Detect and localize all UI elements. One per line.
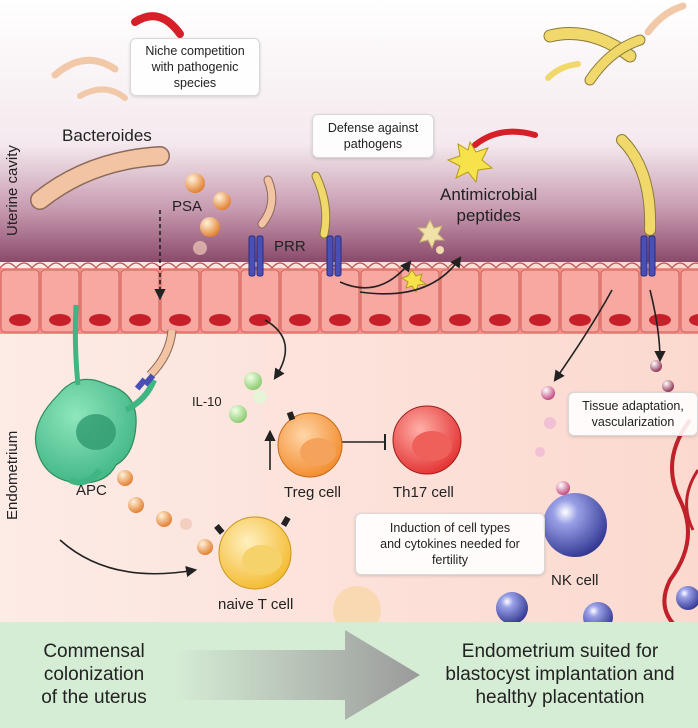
note-line: Tissue adaptation,: [582, 399, 684, 413]
label-line: peptides: [456, 206, 521, 225]
note-line: Defense against: [327, 121, 419, 135]
il10-molecules: [229, 372, 267, 423]
bacteria: [30, 2, 687, 239]
vascular-factors: [535, 360, 674, 495]
cell-nucleus: [689, 314, 698, 326]
epithelial-cell: [280, 269, 320, 333]
note-tissue-adaptation: Tissue adaptation, vascularization: [568, 392, 698, 436]
naive-t-cell: [214, 516, 292, 590]
note-line: Niche competition: [145, 44, 245, 58]
note-line: and cytokines needed for: [380, 537, 520, 551]
banner-right-text: Endometrium suited for blastocyst implan…: [428, 640, 692, 709]
note-line: vascularization: [591, 415, 675, 429]
banner-line: blastocyst implantation and: [445, 664, 675, 685]
cell-nucleus: [129, 314, 151, 326]
note-line: with pathogenic: [151, 60, 239, 74]
label-bacteroides: Bacteroides: [62, 126, 152, 145]
epithelial-cell: [200, 269, 240, 333]
region-label-endometrium: Endometrium: [4, 430, 21, 520]
progression-arrow: [175, 630, 420, 720]
epithelial-cell: [80, 269, 120, 333]
psa-molecules: [185, 173, 231, 255]
note-niche-competition: Niche competition with pathogenic specie…: [130, 38, 260, 96]
note-line: Induction of cell types: [389, 521, 511, 535]
note-line: fertility: [431, 553, 469, 567]
cell-nucleus: [89, 314, 111, 326]
arrows: [59, 210, 666, 578]
banner-line: Endometrium suited for: [461, 641, 659, 662]
region-label-uterine-cavity: Uterine cavity: [4, 145, 21, 236]
epithelial-cell: [0, 269, 40, 333]
cell-nucleus: [289, 314, 311, 326]
epithelial-cell: [440, 269, 480, 333]
label-apc: APC: [76, 482, 107, 499]
cell-nucleus: [329, 314, 351, 326]
cell-nucleus: [369, 314, 391, 326]
blood-vessel: [662, 418, 692, 632]
cell-nucleus: [9, 314, 31, 326]
note-line: species: [173, 76, 217, 90]
label-nk-cell: NK cell: [551, 572, 599, 589]
banner-line: Commensal: [43, 641, 145, 662]
apc-cell: [34, 304, 177, 486]
epithelial-cell: [560, 269, 600, 333]
banner-line: of the uterus: [41, 687, 147, 708]
epithelial-cell: [480, 269, 520, 333]
cell-nucleus: [609, 314, 631, 326]
cell-nucleus: [169, 314, 191, 326]
cell-nucleus: [409, 314, 431, 326]
epithelial-cell: [120, 269, 160, 333]
label-naive-t-cell: naive T cell: [218, 596, 294, 613]
antimicrobial-peptides: [400, 140, 494, 294]
epithelial-cell: [640, 269, 680, 333]
banner-line: colonization: [43, 664, 145, 685]
epithelial-cell: [520, 269, 560, 333]
label-il10: IL-10: [192, 394, 222, 409]
epithelial-cell: [600, 269, 640, 333]
note-defense: Defense against pathogens: [312, 114, 434, 158]
cell-nucleus: [569, 314, 591, 326]
cell-nucleus: [489, 314, 511, 326]
label-th17-cell: Th17 cell: [393, 484, 454, 501]
note-induction: Induction of cell types and cytokines ne…: [355, 513, 545, 575]
label-treg-cell: Treg cell: [284, 484, 341, 501]
label-prr: PRR: [274, 238, 306, 255]
th17-cell: [392, 405, 462, 475]
epithelial-cell: [40, 269, 80, 333]
epithelium-layer: [0, 262, 698, 334]
prr-receptors: [248, 235, 656, 277]
treg-cell: [277, 411, 343, 478]
antigen-particles: [117, 470, 213, 555]
banner-line: healthy placentation: [475, 687, 645, 708]
cell-nucleus: [209, 314, 231, 326]
banner-left-text: Commensal colonization of the uterus: [18, 640, 170, 709]
epithelial-cell: [360, 269, 400, 333]
cell-nucleus: [529, 314, 551, 326]
cell-nucleus: [449, 314, 471, 326]
label-line: Antimicrobial: [440, 185, 538, 204]
note-line: pathogens: [343, 137, 403, 151]
label-psa: PSA: [172, 198, 203, 215]
cell-nucleus: [649, 314, 671, 326]
epithelial-cell: [160, 269, 200, 333]
cell-nucleus: [49, 314, 71, 326]
label-antimicrobial-peptides: Antimicrobial peptides: [440, 184, 537, 226]
cell-nucleus: [249, 314, 271, 326]
